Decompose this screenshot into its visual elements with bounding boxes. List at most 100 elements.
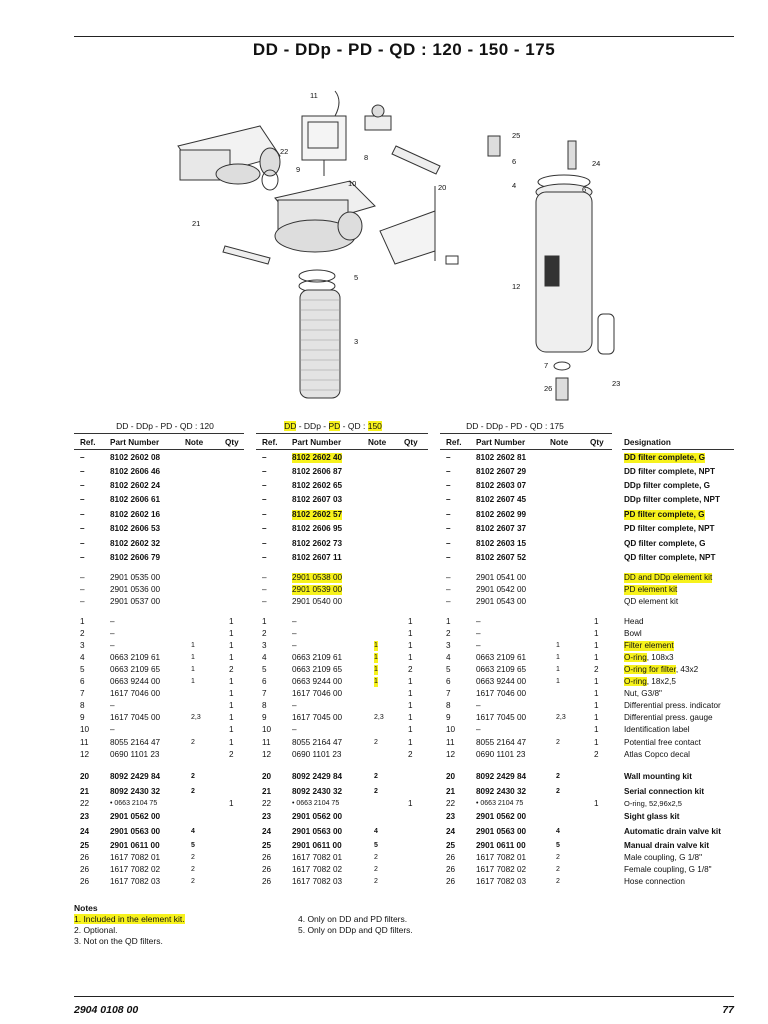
section-header-150: DD - DDp - PD - QD : 150 <box>284 421 382 431</box>
cell-part-number: 8102 2607 29 <box>476 467 527 476</box>
cell-ref: – <box>446 539 451 548</box>
cell-part-number: – <box>110 617 115 626</box>
cell-ref: 1 <box>262 617 267 626</box>
cell-ref: 26 <box>262 865 272 874</box>
cell-part-number: – <box>110 725 115 734</box>
cell-designation: Manual drain valve kit <box>624 841 710 850</box>
cell-ref: – <box>446 553 451 562</box>
cell-part-number: 2901 0543 00 <box>476 597 527 606</box>
notes-block: Notes 1. Included in the element kit. 2.… <box>74 903 185 947</box>
cell-qty: 1 <box>408 653 413 662</box>
section-header-150-part: DD <box>284 421 297 431</box>
cell-note: 4 <box>556 828 560 835</box>
cell-ref: – <box>80 453 85 462</box>
cell-ref: 12 <box>262 750 272 759</box>
cell-ref: 10 <box>262 725 272 734</box>
cell-designation: DDp filter complete, NPT <box>624 495 720 504</box>
cell-designation: Sight glass kit <box>624 812 680 821</box>
cell-part-number: – <box>292 629 297 638</box>
cell-ref: 8 <box>446 701 451 710</box>
cell-designation: O-ring, 18x2,5 <box>624 677 676 686</box>
cell-part-number: 8092 2429 84 <box>292 772 343 781</box>
cell-ref: – <box>262 481 267 490</box>
cell-note: 2 <box>374 866 378 873</box>
cell-ref: 23 <box>446 812 456 821</box>
cell-qty: 1 <box>594 701 599 710</box>
cell-note: 1 <box>374 665 378 675</box>
cell-ref: 21 <box>80 787 90 796</box>
section-header-150-part: QD : <box>347 421 368 431</box>
cell-designation: O-ring, 52,96x2,5 <box>624 799 682 808</box>
cell-designation: Filter element <box>624 641 674 651</box>
cell-ref: – <box>80 495 85 504</box>
col-header-note: Note <box>368 438 387 447</box>
cell-ref: 24 <box>80 827 90 836</box>
cell-part-number: • 0663 2104 75 <box>476 800 524 807</box>
cell-part-number: 1617 7082 03 <box>110 877 161 886</box>
cell-note: 1 <box>374 677 378 687</box>
cell-designation: Automatic drain valve kit <box>624 827 721 836</box>
cell-part-number: – <box>476 725 481 734</box>
cell-part-number: 2901 0540 00 <box>292 597 343 606</box>
callout-24: 24 <box>592 159 600 168</box>
cell-note: 2 <box>556 773 560 780</box>
cell-qty: 1 <box>594 617 599 626</box>
cell-designation: Female coupling, G 1/8" <box>624 865 712 874</box>
cell-qty: 1 <box>408 738 413 747</box>
cell-ref: 8 <box>262 701 267 710</box>
cell-qty: 1 <box>408 641 413 650</box>
cell-ref: 7 <box>80 689 85 698</box>
cell-designation: Differential press. indicator <box>624 701 721 710</box>
header-underline <box>256 449 428 450</box>
cell-qty: 1 <box>594 725 599 734</box>
cell-note: 1 <box>556 642 560 649</box>
col-header-note: Note <box>550 438 569 447</box>
cell-ref: 7 <box>262 689 267 698</box>
col-header-qty: Qty <box>225 438 239 447</box>
cell-qty: 1 <box>408 629 413 638</box>
cell-part-number: 0663 2109 61 <box>292 653 343 662</box>
cell-part-number: 0663 2109 65 <box>476 665 527 674</box>
cell-qty: 1 <box>229 799 234 808</box>
cell-ref: 5 <box>80 665 85 674</box>
cell-designation: Nut, G3/8" <box>624 689 662 698</box>
page-title: DD - DDp - PD - QD : 120 - 150 - 175 <box>252 40 556 59</box>
col-header-ref: Ref. <box>446 438 462 447</box>
cell-ref: 6 <box>80 677 85 686</box>
cell-note: 2 <box>374 788 378 795</box>
cell-ref: 20 <box>446 772 456 781</box>
callout-11: 11 <box>310 91 318 100</box>
cell-ref: 26 <box>262 853 272 862</box>
cell-ref: 25 <box>80 841 90 850</box>
cell-part-number: 8102 2607 52 <box>476 553 527 562</box>
callout-5: 5 <box>354 273 358 282</box>
note-3: 3. Not on the QD filters. <box>74 936 163 946</box>
cell-qty: 1 <box>594 629 599 638</box>
section-header-150-part: PD <box>328 421 341 431</box>
cell-part-number: 1617 7045 00 <box>476 713 527 722</box>
cell-note: 2 <box>191 773 195 780</box>
callout-22: 22 <box>280 147 288 156</box>
cell-note: 2 <box>191 788 195 795</box>
designation-highlight: O-ring <box>624 677 647 686</box>
cell-designation: DD and DDp element kit <box>624 573 713 583</box>
cell-part-number: 8092 2429 84 <box>476 772 527 781</box>
cell-ref: 1 <box>446 617 451 626</box>
cell-note: 2,3 <box>374 714 384 721</box>
notes-block-right: 4. Only on DD and PD filters. 5. Only on… <box>298 914 413 936</box>
cell-note: 1 <box>556 654 560 661</box>
cell-designation: Atlas Copco decal <box>624 750 690 759</box>
col-header-part-number: Part Number <box>110 438 160 447</box>
cell-ref: – <box>446 495 451 504</box>
cell-qty: 1 <box>594 799 599 808</box>
cell-qty: 1 <box>229 653 234 662</box>
cell-part-number: 8102 2602 32 <box>110 539 161 548</box>
cell-ref: – <box>80 510 85 519</box>
cell-qty: 1 <box>229 641 234 650</box>
cell-ref: 9 <box>262 713 267 722</box>
cell-part-number: 2901 0562 00 <box>110 812 161 821</box>
cell-part-number: 2901 0542 00 <box>476 585 527 594</box>
cell-qty: 2 <box>229 665 234 674</box>
cell-ref: – <box>262 539 267 548</box>
cell-ref: 21 <box>446 787 456 796</box>
